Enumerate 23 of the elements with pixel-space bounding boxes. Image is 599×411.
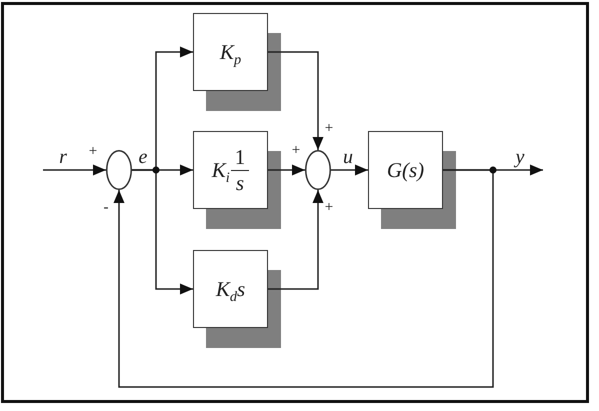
sign-label: +	[324, 200, 334, 216]
fraction-denominator: s	[236, 170, 244, 194]
sign-label: +	[88, 144, 98, 160]
fraction-numerator: 1	[230, 146, 250, 170]
sign-label: -	[104, 200, 108, 216]
block-label: K$_{p}$	[220, 40, 242, 64]
transfer-function-block	[193, 13, 268, 91]
transfer-function-block	[193, 250, 268, 328]
signal-arrow	[132, 169, 193, 294]
summing-junction	[305, 150, 331, 190]
signal-arrow	[268, 51, 324, 150]
transfer-function-block	[368, 131, 443, 209]
signal-arrow	[268, 190, 324, 290]
block-label: K$_{i}$	[212, 158, 230, 182]
sign-label: +	[292, 144, 300, 158]
transfer-function-block	[193, 131, 268, 209]
signal-arrow	[43, 164, 106, 176]
block-label: K$_{d}$s	[216, 276, 246, 302]
block-label: G(s)	[386, 158, 424, 182]
signal-arrow	[268, 164, 305, 176]
summing-junction	[106, 150, 132, 190]
sign-label: +	[324, 122, 334, 136]
signal-arrow	[331, 164, 368, 176]
